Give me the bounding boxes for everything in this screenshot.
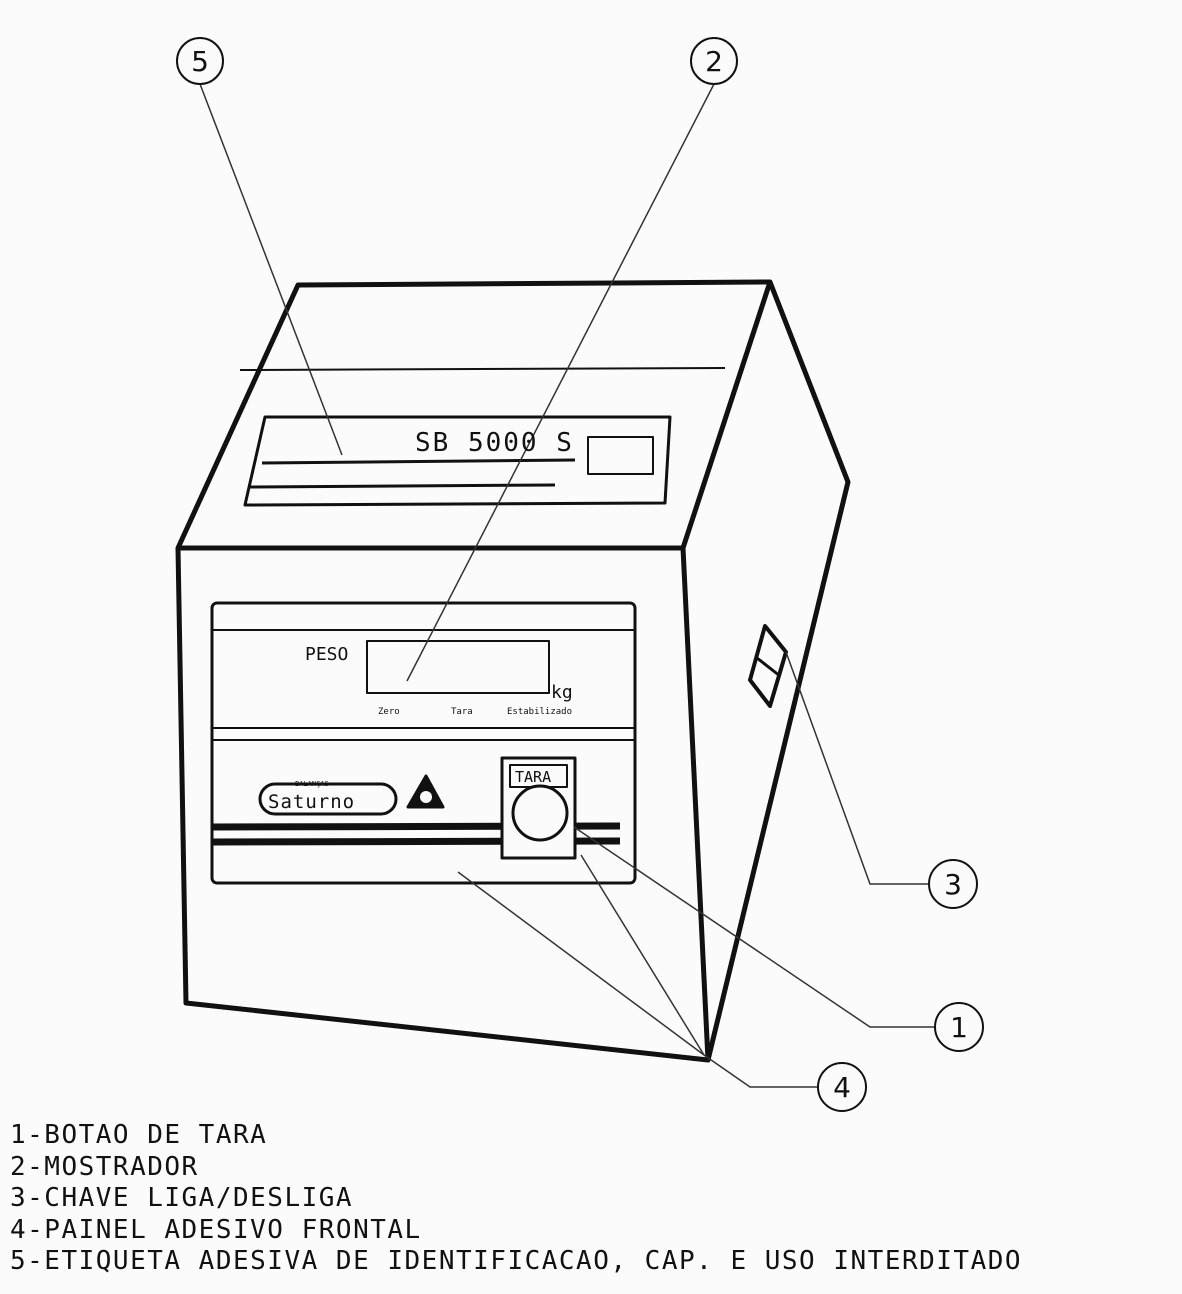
- peso-label: PESO: [305, 644, 348, 665]
- legend-item-1: 1-BOTAO DE TARA: [10, 1120, 268, 1150]
- callout-1: [934, 1002, 984, 1052]
- label-mini-grid: [587, 436, 654, 475]
- unit-label: kg: [551, 682, 573, 703]
- callout-2: [690, 37, 738, 85]
- top-right-edge: [680, 281, 773, 549]
- box-outline: [175, 279, 851, 1063]
- leader-2: [406, 83, 715, 682]
- callout-5-number: 5: [191, 45, 209, 78]
- display-window: [366, 640, 550, 694]
- callout-3-number: 3: [944, 868, 962, 901]
- top-crease: [239, 367, 726, 371]
- callout-3: [928, 859, 978, 909]
- indicator-estabilizado: Estabilizado: [507, 707, 572, 717]
- brand-name: Saturno: [268, 791, 355, 813]
- indicator-tara: Tara: [451, 707, 473, 717]
- legend-item-4: 4-PAINEL ADESIVO FRONTAL: [10, 1214, 422, 1245]
- indicator-zero: Zero: [378, 707, 400, 717]
- brand-top: BALANÇAS: [295, 780, 329, 788]
- callout-1-number: 1: [950, 1011, 968, 1044]
- identification-label: [243, 415, 672, 507]
- legend: 1-BOTAO DE TARA 2-MOSTRADOR 3-CHAVE LIGA…: [10, 1120, 1175, 1278]
- callout-4: [817, 1062, 867, 1112]
- legend-item-2: 2-MOSTRADOR: [10, 1151, 199, 1182]
- power-switch: [748, 624, 788, 708]
- tara-label: TARA: [515, 768, 551, 786]
- front-panel: [210, 601, 637, 885]
- front-right-edge: [680, 547, 711, 1061]
- legend-item-5: 5-ETIQUETA ADESIVA DE IDENTIFICACAO, CAP…: [10, 1246, 1023, 1276]
- leader-5: [199, 83, 343, 456]
- callout-2-number: 2: [705, 45, 723, 78]
- leader-3: [785, 651, 928, 885]
- callout-4-number: 4: [833, 1071, 851, 1104]
- saturno-logo: [258, 782, 398, 816]
- leader-1: [573, 826, 935, 1028]
- model-label: SB 5000 S: [415, 428, 574, 458]
- leader-4: [457, 871, 818, 1088]
- tara-button: [511, 784, 569, 842]
- callout-5: [176, 37, 224, 85]
- legend-item-3: 3-CHAVE LIGA/DESLIGA: [10, 1183, 354, 1213]
